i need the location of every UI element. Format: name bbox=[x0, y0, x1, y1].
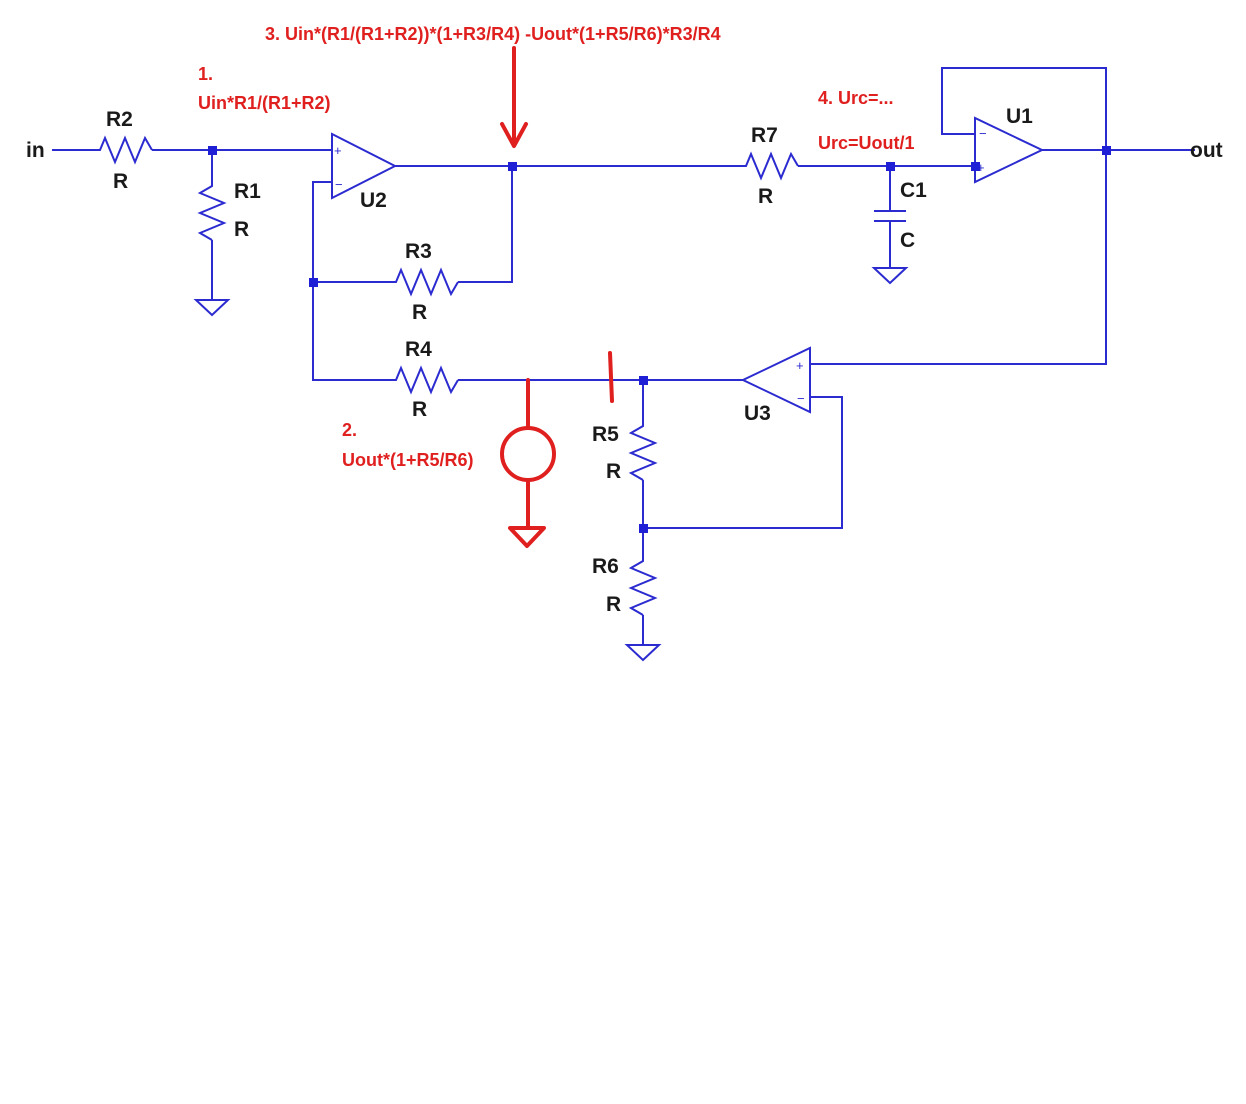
node-u2-minus bbox=[309, 278, 318, 287]
r1-ref-label: R1 bbox=[234, 180, 261, 203]
c1-value-label: C bbox=[900, 229, 915, 252]
red-break-mark-icon bbox=[608, 351, 614, 403]
resistor-r3 bbox=[388, 267, 459, 297]
opamp-u1: − + bbox=[974, 116, 1045, 184]
resistor-r5 bbox=[628, 420, 658, 481]
c1-ref-label: C1 bbox=[900, 179, 927, 202]
resistor-r6 bbox=[628, 555, 658, 616]
r4-ref-label: R4 bbox=[405, 338, 432, 361]
annotation-4-number: 4. Urc=... bbox=[818, 88, 894, 108]
r6-ref-label: R6 bbox=[592, 555, 619, 578]
wire-u1-feedback bbox=[941, 67, 1107, 150]
input-port-label: in bbox=[26, 139, 45, 162]
annotation-4-formula: Urc=Uout/1 bbox=[818, 133, 915, 153]
resistor-r4 bbox=[388, 365, 459, 395]
opamp-u2: + − bbox=[331, 132, 398, 200]
u1-plus-sign: + bbox=[977, 160, 985, 175]
r3-value-label: R bbox=[412, 301, 427, 324]
node-u3-out bbox=[639, 376, 648, 385]
r5-ref-label: R5 bbox=[592, 423, 619, 446]
u3-minus-sign: − bbox=[797, 391, 805, 406]
red-arrow-icon bbox=[500, 46, 528, 148]
node-u2-plus bbox=[208, 146, 217, 155]
annotation-3-formula: 3. Uin*(R1/(R1+R2))*(1+R3/R4) -Uout*(1+R… bbox=[265, 24, 721, 44]
r5-value-label: R bbox=[606, 460, 621, 483]
node-u1-plus bbox=[971, 162, 980, 171]
annotation-1-number: 1. bbox=[198, 64, 213, 84]
output-port-label: out bbox=[1190, 139, 1223, 162]
red-voltage-source-icon bbox=[500, 378, 556, 548]
u3-ref-label: U3 bbox=[744, 402, 771, 425]
node-u2-out bbox=[508, 162, 517, 171]
u1-ref-label: U1 bbox=[1006, 105, 1033, 128]
ground-symbol-c1 bbox=[871, 267, 909, 285]
wire-out-to-u3-plus bbox=[810, 150, 1107, 365]
r2-ref-label: R2 bbox=[106, 108, 133, 131]
r7-ref-label: R7 bbox=[751, 124, 778, 147]
annotation-1-formula: Uin*R1/(R1+R2) bbox=[198, 93, 331, 113]
wires bbox=[52, 67, 1195, 645]
r4-value-label: R bbox=[412, 398, 427, 421]
node-r5-r6 bbox=[639, 524, 648, 533]
u1-minus-sign: − bbox=[979, 126, 987, 141]
opamp-u3: + − bbox=[740, 346, 811, 414]
wire-u3-feedback bbox=[643, 396, 843, 529]
capacitor-c1 bbox=[874, 210, 906, 222]
annotation-2-number: 2. bbox=[342, 420, 357, 440]
node-c1 bbox=[886, 162, 895, 171]
junction-nodes bbox=[208, 146, 1111, 533]
resistor-r1 bbox=[197, 180, 227, 241]
r1-value-label: R bbox=[234, 218, 249, 241]
ground-symbol-r1 bbox=[193, 299, 231, 317]
u3-plus-sign: + bbox=[796, 358, 804, 373]
resistor-r2 bbox=[92, 135, 153, 165]
r2-value-label: R bbox=[113, 170, 128, 193]
node-out bbox=[1102, 146, 1111, 155]
r3-ref-label: R3 bbox=[405, 240, 432, 263]
u2-ref-label: U2 bbox=[360, 189, 387, 212]
u2-minus-sign: − bbox=[335, 177, 343, 192]
r7-value-label: R bbox=[758, 185, 773, 208]
wire-r3-right bbox=[458, 166, 513, 283]
ground-symbol-r6 bbox=[624, 644, 662, 662]
r6-value-label: R bbox=[606, 593, 621, 616]
annotation-2-formula: Uout*(1+R5/R6) bbox=[342, 450, 474, 470]
u2-plus-sign: + bbox=[334, 143, 342, 158]
resistor-r7 bbox=[738, 151, 799, 181]
